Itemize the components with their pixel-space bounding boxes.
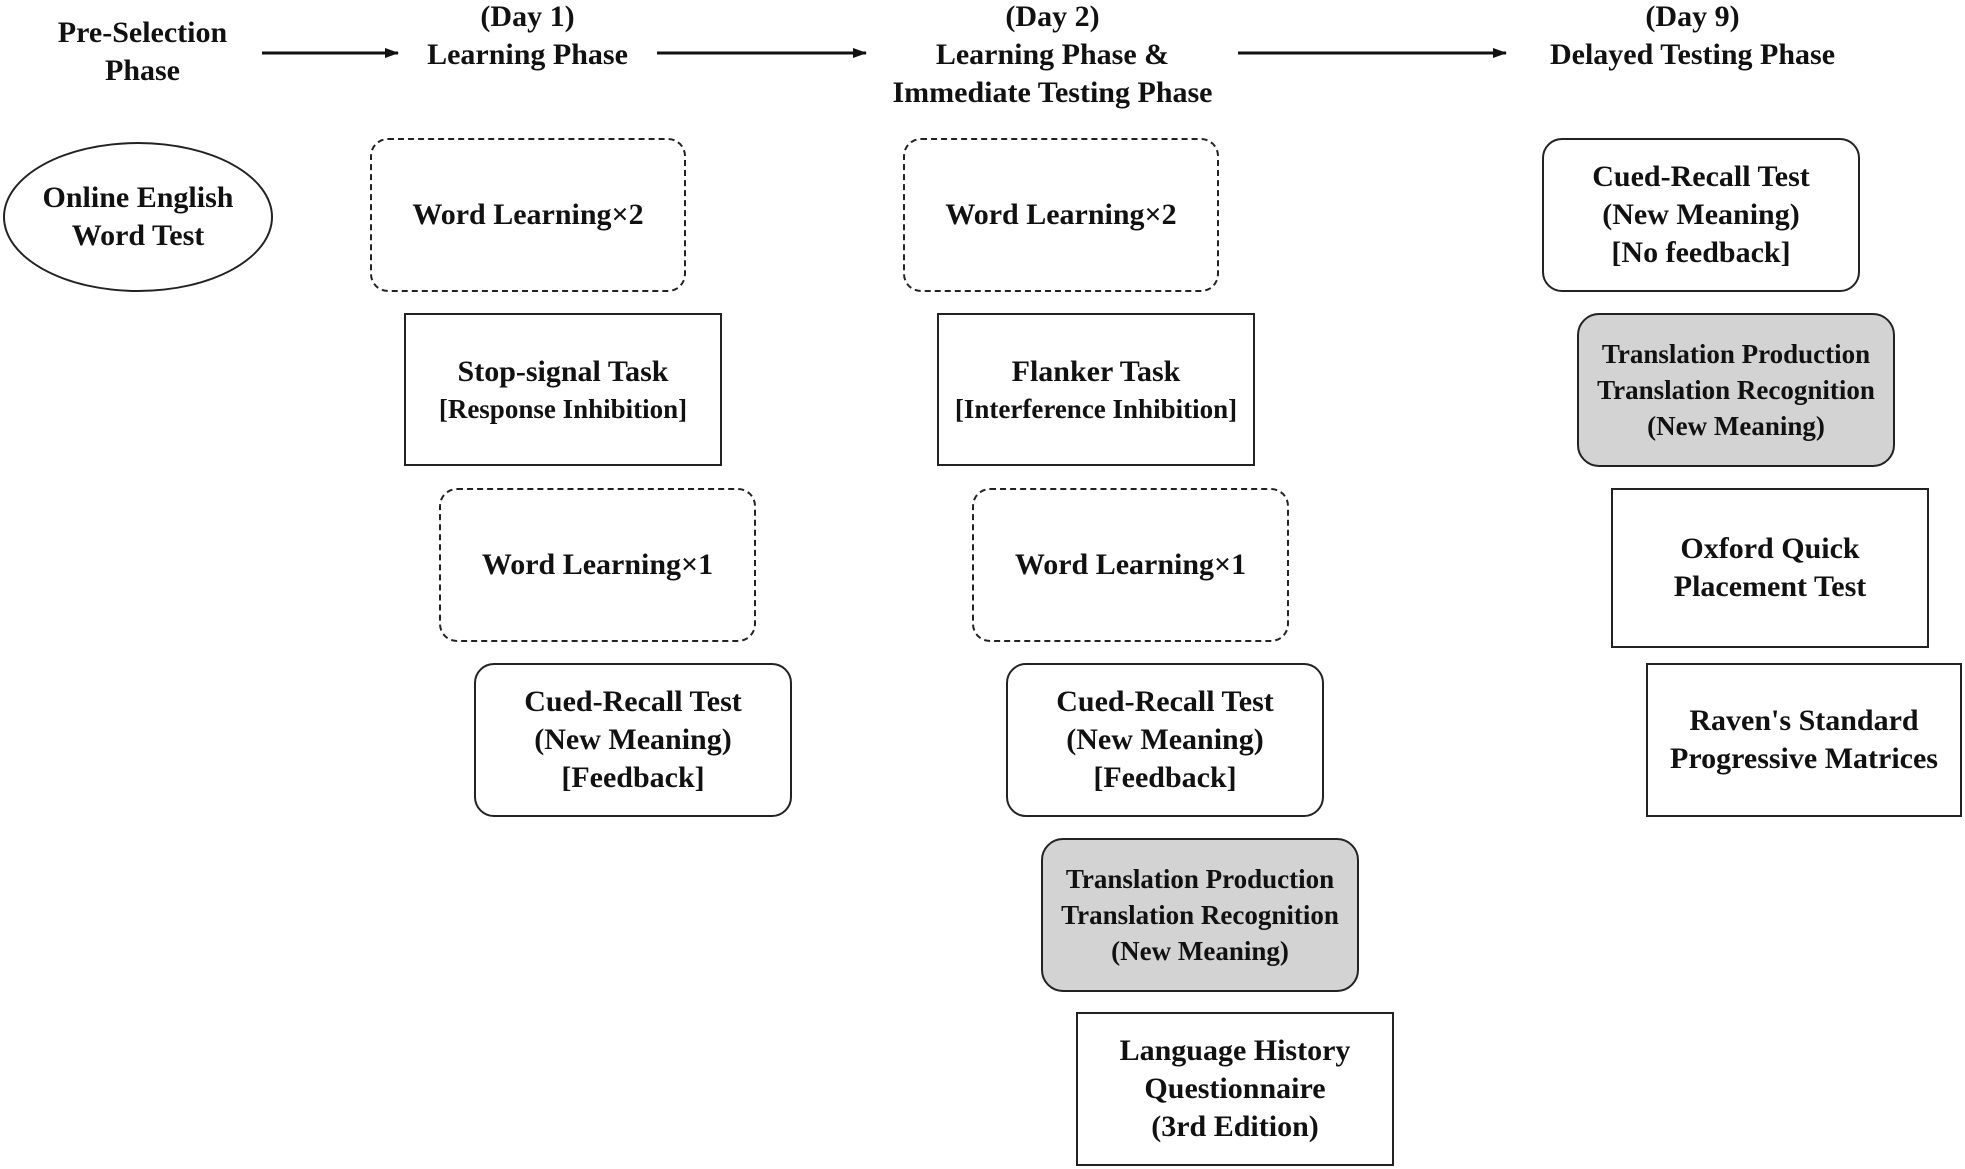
day2-word-learning-x2-node: Word Learning×2 bbox=[903, 138, 1219, 292]
day2-cued-recall-subtitle: (New Meaning) bbox=[1066, 723, 1264, 756]
day2-word-learning-x1-label: Word Learning×1 bbox=[1014, 548, 1247, 581]
header-day9-title: Delayed Testing Phase bbox=[1549, 38, 1836, 71]
ravens-standard-progressive-matrices-node: Raven's Standard Progressive Matrices bbox=[1646, 663, 1962, 817]
stop-signal-task-title: Stop-signal Task bbox=[457, 354, 669, 388]
day1-word-learning-x1-node: Word Learning×1 bbox=[439, 488, 756, 642]
header-day2-title-line1: Learning Phase & bbox=[935, 38, 1170, 71]
header-pre-selection-line1: Pre-Selection bbox=[57, 16, 228, 49]
raven-line1: Raven's Standard bbox=[1689, 704, 1919, 737]
day1-word-learning-x1-label: Word Learning×1 bbox=[481, 548, 714, 581]
lhq-line1: Language History bbox=[1119, 1034, 1351, 1067]
day1-word-learning-x2-node: Word Learning×2 bbox=[370, 138, 686, 292]
day2-cued-recall-test-node: Cued-Recall Test (New Meaning) [Feedback… bbox=[1006, 663, 1324, 817]
day9-cued-recall-note: [No feedback] bbox=[1611, 236, 1791, 269]
oxford-quick-placement-test-node: Oxford Quick Placement Test bbox=[1611, 488, 1929, 648]
oxford-line2: Placement Test bbox=[1673, 570, 1867, 603]
day1-cued-recall-note: [Feedback] bbox=[561, 761, 705, 794]
lhq-line2: Questionnaire bbox=[1144, 1072, 1326, 1105]
header-pre-selection-line2: Phase bbox=[105, 54, 180, 87]
oxford-line1: Oxford Quick bbox=[1680, 532, 1860, 565]
header-day1-title: Learning Phase bbox=[427, 38, 628, 71]
day1-cued-recall-subtitle: (New Meaning) bbox=[534, 723, 732, 756]
header-day2-day: (Day 2) bbox=[1005, 0, 1100, 33]
header-day9: (Day 9) Delayed Testing Phase bbox=[1510, 0, 1875, 74]
day9-translation-line2: Translation Recognition bbox=[1597, 375, 1875, 405]
day9-cued-recall-subtitle: (New Meaning) bbox=[1602, 198, 1800, 231]
header-day9-day: (Day 9) bbox=[1645, 0, 1740, 33]
day9-cued-recall-title: Cued-Recall Test bbox=[1592, 160, 1810, 193]
online-english-word-test-line2: Word Test bbox=[71, 219, 205, 252]
day9-translation-line3: (New Meaning) bbox=[1647, 411, 1825, 441]
stop-signal-task-subtitle: [Response Inhibition] bbox=[438, 393, 688, 424]
day9-translation-line1: Translation Production bbox=[1601, 339, 1871, 369]
day1-cued-recall-test-node: Cued-Recall Test (New Meaning) [Feedback… bbox=[474, 663, 792, 817]
flanker-task-node: Flanker Task [Interference Inhibition] bbox=[937, 313, 1255, 466]
day9-cued-recall-test-node: Cued-Recall Test (New Meaning) [No feedb… bbox=[1542, 138, 1860, 292]
day2-word-learning-x1-node: Word Learning×1 bbox=[972, 488, 1289, 642]
day2-translation-line1: Translation Production bbox=[1065, 864, 1335, 894]
online-english-word-test-line1: Online English bbox=[42, 181, 234, 214]
lhq-line3: (3rd Edition) bbox=[1151, 1110, 1319, 1143]
day2-cued-recall-title: Cued-Recall Test bbox=[1056, 685, 1274, 718]
day1-cued-recall-title: Cued-Recall Test bbox=[524, 685, 742, 718]
day2-cued-recall-note: [Feedback] bbox=[1093, 761, 1237, 794]
stop-signal-task-node: Stop-signal Task [Response Inhibition] bbox=[404, 313, 722, 466]
online-english-word-test-node: Online English Word Test bbox=[3, 142, 273, 292]
raven-line2: Progressive Matrices bbox=[1670, 742, 1938, 775]
day1-word-learning-x2-label: Word Learning×2 bbox=[412, 198, 644, 231]
day2-translation-line3: (New Meaning) bbox=[1111, 936, 1289, 966]
header-day2-title-line2: Immediate Testing Phase bbox=[892, 76, 1213, 109]
header-pre-selection: Pre-Selection Phase bbox=[30, 14, 255, 90]
header-day2: (Day 2) Learning Phase & Immediate Testi… bbox=[865, 0, 1240, 112]
day2-translation-line2: Translation Recognition bbox=[1061, 900, 1339, 930]
header-day1-day: (Day 1) bbox=[480, 0, 575, 33]
day2-translation-test-node: Translation Production Translation Recog… bbox=[1041, 838, 1359, 992]
day9-translation-test-node: Translation Production Translation Recog… bbox=[1577, 313, 1895, 467]
header-day1: (Day 1) Learning Phase bbox=[400, 0, 655, 74]
language-history-questionnaire-node: Language History Questionnaire (3rd Edit… bbox=[1076, 1012, 1394, 1166]
flanker-task-title: Flanker Task bbox=[1011, 354, 1181, 388]
day2-word-learning-x2-label: Word Learning×2 bbox=[945, 198, 1177, 231]
flanker-task-subtitle: [Interference Inhibition] bbox=[954, 393, 1238, 424]
